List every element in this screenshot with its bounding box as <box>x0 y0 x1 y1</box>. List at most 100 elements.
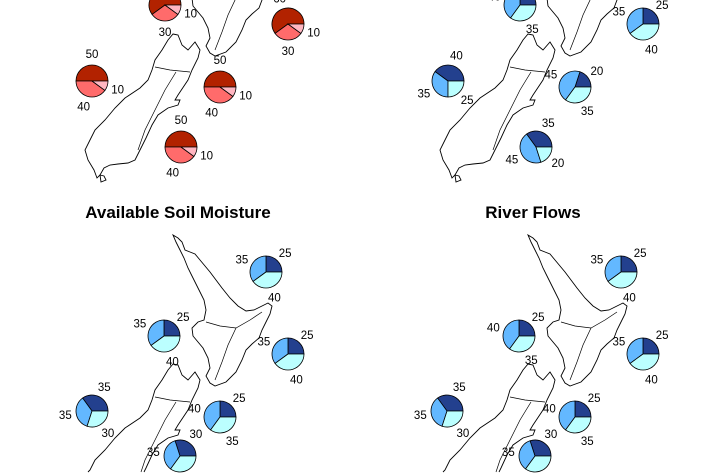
pie-slice-label: 35 <box>502 447 515 459</box>
pie-slice-label: 35 <box>59 410 72 422</box>
pie-slice-label: 30 <box>456 428 469 440</box>
pie-slice-label: 40 <box>166 168 179 180</box>
pie-slice <box>174 439 197 457</box>
pie-slice <box>525 455 552 473</box>
pie-slice-label: 35 <box>542 118 555 130</box>
pie-slice-label: 40 <box>487 323 500 335</box>
pie-slice <box>163 440 181 470</box>
pie-slice-label: 35 <box>418 88 431 100</box>
pie-chart: 50 40 10 <box>164 115 213 180</box>
pie-slice-label: 30 <box>101 428 114 440</box>
pie-slice <box>163 4 182 15</box>
pie-slice-label: 40 <box>205 108 218 120</box>
pie-slice-label: 60 <box>273 0 286 5</box>
pie-slice-label: 35 <box>613 337 626 349</box>
pie-slice-label: 50 <box>86 49 99 61</box>
pie-slice-label: 35 <box>613 7 626 19</box>
pie-slice <box>565 86 592 104</box>
pie-slice <box>218 86 237 97</box>
pie-slice-label: 50 <box>175 115 188 127</box>
pie-slice <box>164 146 195 164</box>
pie-slice <box>607 271 638 289</box>
pie-slice-label: 40 <box>645 45 658 57</box>
nz-coastline-map <box>87 234 273 473</box>
pie-slice-label: 25 <box>588 393 601 405</box>
pie-slice <box>274 23 302 41</box>
pie-slice-label: 50 <box>214 55 227 67</box>
pie-slice <box>90 80 109 91</box>
pie-slice-label: 35 <box>525 355 538 367</box>
pie-slice-label: 40 <box>450 50 463 62</box>
pie-slice <box>529 439 552 457</box>
pie-slice <box>286 23 305 34</box>
nz-coastline-map <box>442 234 628 473</box>
pie-slice-label: 40 <box>268 293 281 305</box>
panel-bottom-left: 253540253540253540353530254035303535 <box>59 234 314 473</box>
pie-slice <box>252 271 283 289</box>
pie-slice <box>626 7 644 34</box>
pie-slice <box>626 337 644 364</box>
pie-slice <box>502 319 520 350</box>
pie-slice-label: 35 <box>581 106 594 118</box>
pie-slice <box>210 416 237 434</box>
pie-slice <box>75 64 109 82</box>
pie-slice <box>430 397 448 427</box>
pie-chart: 303535 <box>502 429 557 473</box>
pie-slice <box>271 337 289 364</box>
pie-slice <box>431 71 449 98</box>
panel-top-left: 603010603010504010504010504010 <box>75 0 320 183</box>
pie-slice-label: 40 <box>77 102 90 114</box>
pie-chart: 603010 <box>271 0 320 58</box>
pie-chart: 303535 <box>147 429 202 473</box>
pie-slice-label: 40 <box>188 404 201 416</box>
pie-slice <box>629 23 660 41</box>
pie-slice <box>179 146 198 157</box>
pie-slice <box>82 394 109 412</box>
pie-slice <box>203 86 234 104</box>
pie-slice <box>164 130 198 148</box>
pie-slice <box>526 130 553 148</box>
pie-slice <box>437 394 464 412</box>
pie-slice-label: 25 <box>461 95 474 107</box>
pie-chart: 603010 <box>148 0 197 39</box>
pie-slice-label: 45 <box>545 70 558 82</box>
pie-slice-label: 25 <box>656 330 669 342</box>
pie-slice <box>503 0 521 19</box>
pie-slice-label: 30 <box>544 429 557 441</box>
pie-slice <box>519 0 537 6</box>
pie-slice <box>509 335 536 353</box>
pie-slice <box>629 353 660 371</box>
pie-slice <box>249 255 267 282</box>
pie-slice <box>434 64 465 82</box>
pie-slice <box>558 400 576 431</box>
pie-slice <box>86 410 109 428</box>
pie-slice-label: 25 <box>233 393 246 405</box>
pie-slice-label: 25 <box>177 312 190 324</box>
pie-slice <box>565 416 592 434</box>
pie-slice <box>75 80 106 98</box>
pie-slice <box>150 335 181 353</box>
pie-slice-label: 35 <box>147 447 160 459</box>
pie-slice-label: 10 <box>307 27 320 39</box>
pie-slice-label: 35 <box>236 255 249 267</box>
pie-slice <box>147 319 165 346</box>
pie-slice-label: 20 <box>551 158 564 170</box>
pie-slice-label: 10 <box>200 150 213 162</box>
pie-slice <box>274 353 305 371</box>
pie-slice-label: 35 <box>414 410 427 422</box>
pie-slice <box>518 440 536 470</box>
